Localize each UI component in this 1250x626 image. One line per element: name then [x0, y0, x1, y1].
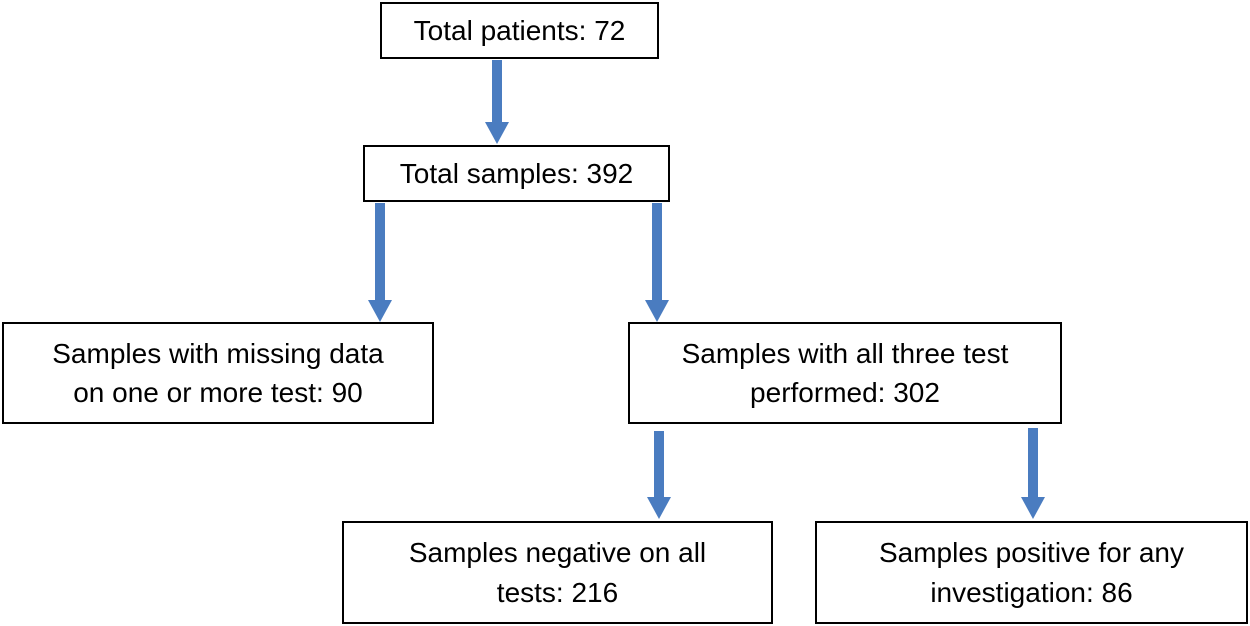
- node-positive-any-investigation-line-2: investigation: 86: [930, 576, 1133, 608]
- node-negative-all-tests-line-2: tests: 216: [496, 576, 619, 608]
- arrow-samples-to-all-three: [645, 203, 669, 322]
- arrow-all-three-to-negative: [647, 431, 671, 519]
- node-missing-data-line-1: Samples with missing data: [52, 337, 384, 369]
- arrow-all-three-to-positive: [1021, 428, 1045, 519]
- node-all-three-tests-line-1: Samples with all three test: [681, 337, 1009, 369]
- arrow-patients-to-samples: [485, 60, 509, 144]
- node-all-three-tests: Samples with all three test performed: 3…: [628, 322, 1062, 424]
- node-total-samples: Total samples: 392: [363, 145, 670, 202]
- arrow-samples-to-missing: [368, 203, 392, 322]
- node-positive-any-investigation: Samples positive for any investigation: …: [815, 521, 1248, 624]
- node-negative-all-tests-line-1: Samples negative on all: [408, 537, 707, 569]
- node-positive-any-investigation-line-1: Samples positive for any: [878, 537, 1185, 569]
- node-all-three-tests-line-2: performed: 302: [750, 377, 940, 408]
- node-missing-data: Samples with missing data on one or more…: [2, 322, 434, 424]
- node-total-patients-line-1: Total patients: 72: [413, 14, 626, 46]
- node-negative-all-tests: Samples negative on all tests: 216: [342, 521, 773, 624]
- node-total-patients: Total patients: 72: [380, 2, 659, 59]
- node-total-samples-line-1: Total samples: 392: [399, 157, 634, 189]
- node-missing-data-line-2: on one or more test: 90: [73, 377, 363, 408]
